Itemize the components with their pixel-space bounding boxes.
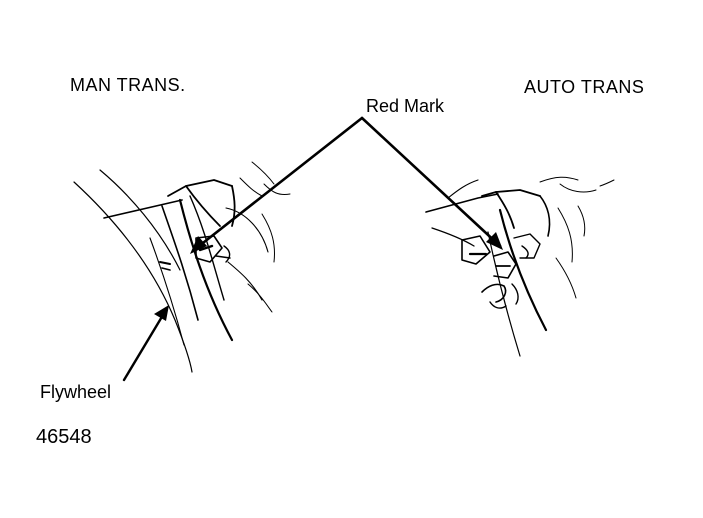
flywheel-arrowhead xyxy=(154,305,169,321)
man-trans-illustration xyxy=(73,161,291,373)
man-trans-label: MAN TRANS. xyxy=(70,75,186,95)
auto-trans-label: AUTO TRANS xyxy=(524,77,645,97)
red-mark-arrowheads xyxy=(190,232,503,254)
auto-trans-illustration xyxy=(425,176,615,357)
flywheel-label: Flywheel xyxy=(40,382,112,402)
red-mark-label: Red Mark xyxy=(366,96,445,116)
figure-number: 46548 xyxy=(36,426,92,448)
red-mark-leaders xyxy=(192,116,502,252)
flywheel-leader xyxy=(122,308,168,382)
